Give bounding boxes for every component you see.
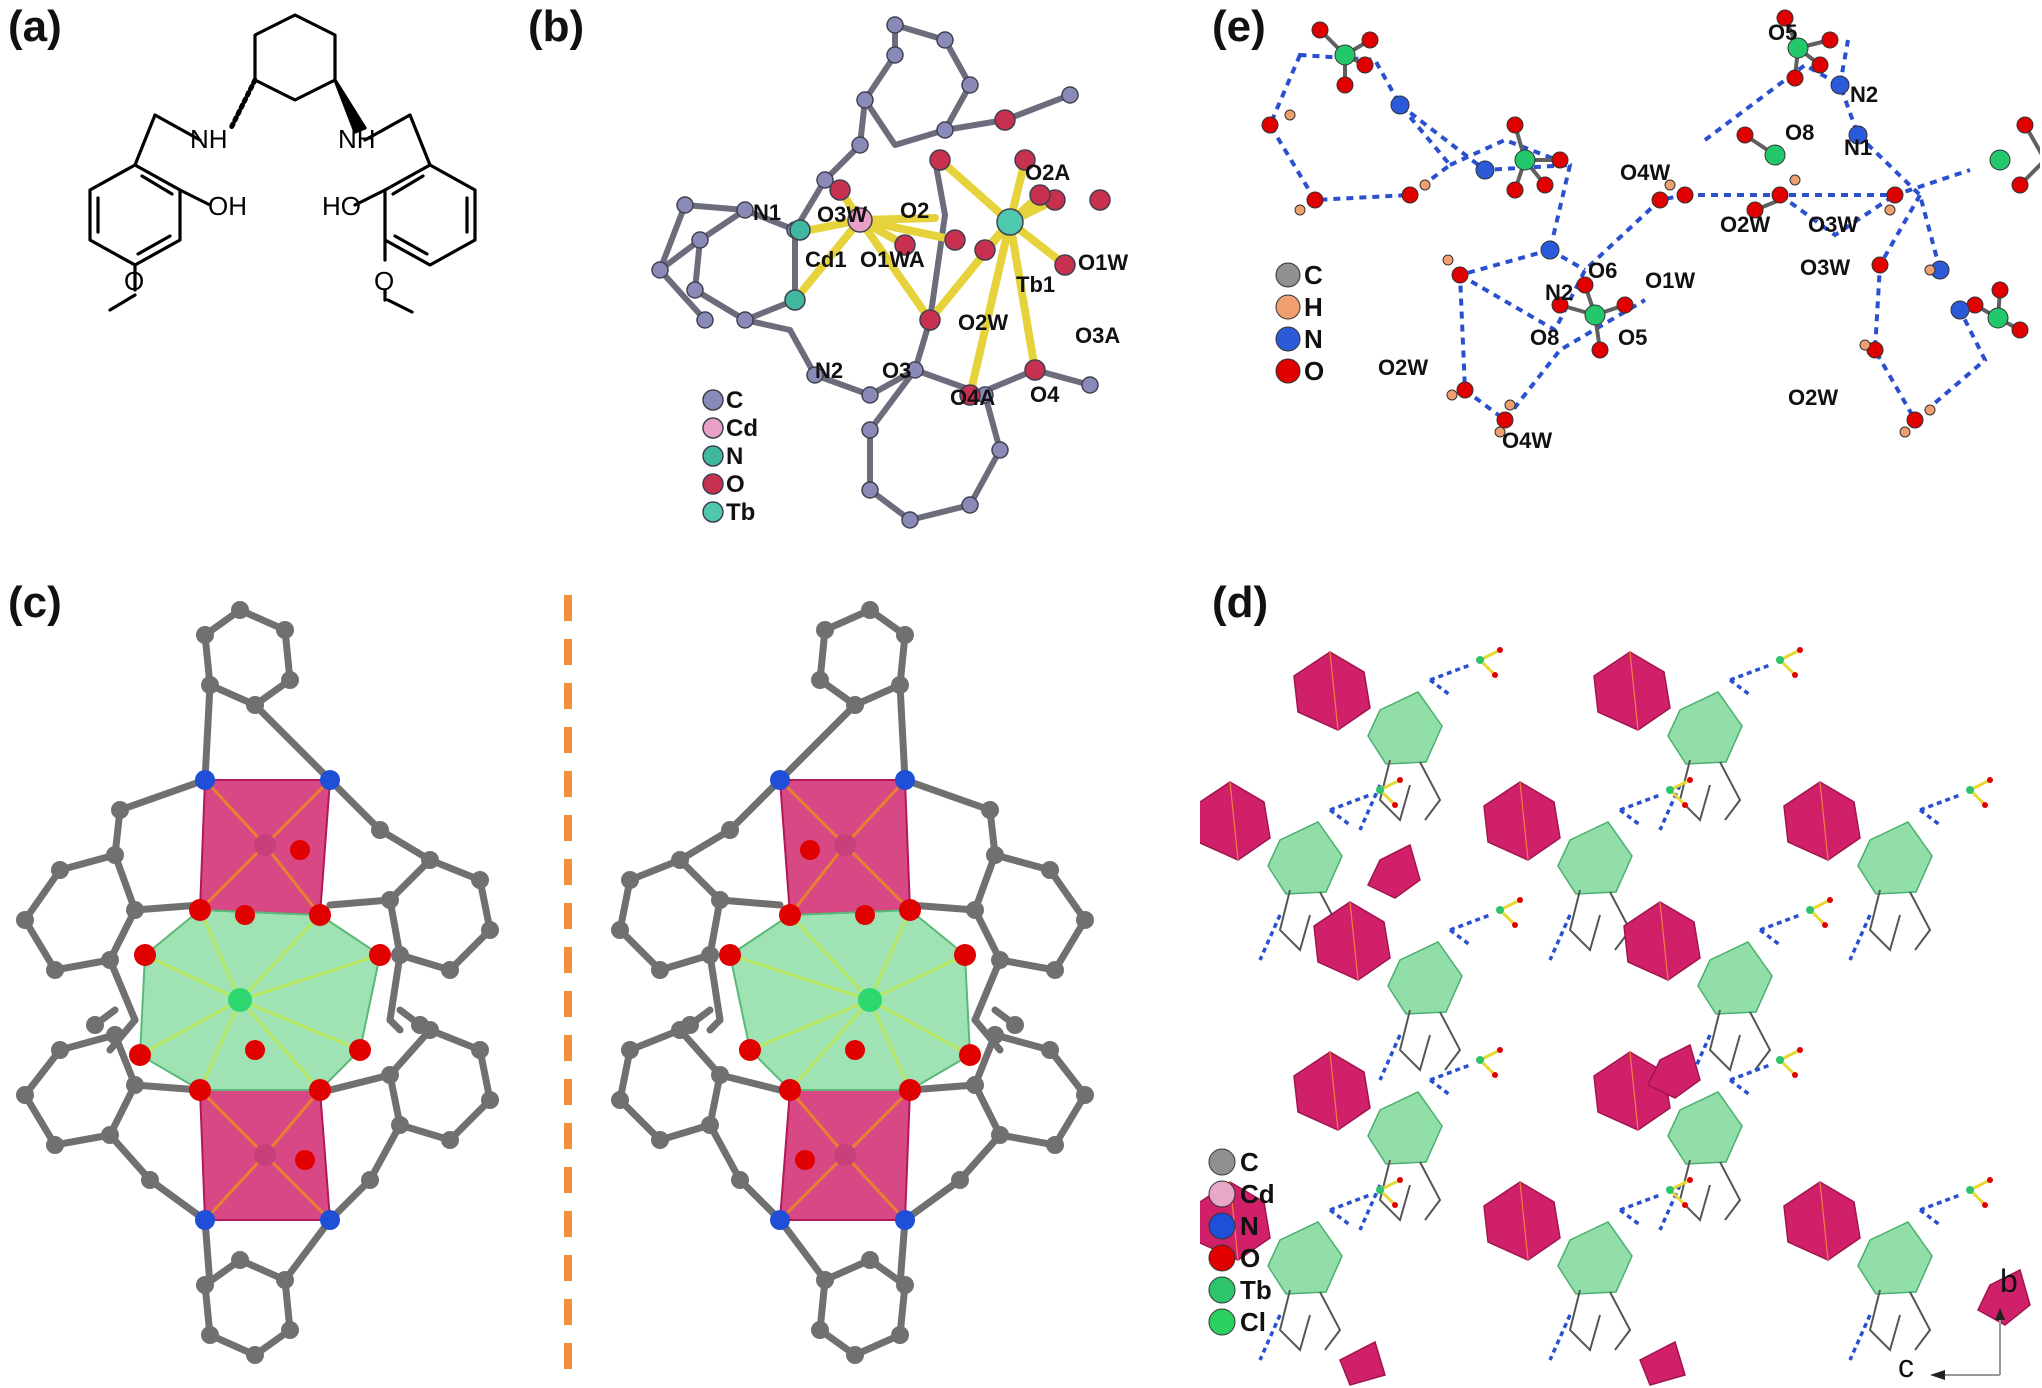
legend-e-c: C [1304, 260, 1323, 290]
enantiomer-left [16, 601, 499, 1364]
legend-e-h: H [1304, 292, 1323, 322]
nh-left: NH [190, 124, 228, 154]
label-e-o3w-right: O3W [1800, 255, 1850, 280]
label-e-o4w-bottom: O4W [1502, 428, 1552, 453]
label-e-o8-mid: O8 [1530, 325, 1559, 350]
label-o3: O3 [882, 358, 911, 383]
ho-right: HO [322, 191, 361, 221]
legend-b-c: C [726, 387, 743, 414]
label-e-o5-mid: O5 [1618, 325, 1647, 350]
legend-b-n: N [726, 443, 743, 470]
o-right: O [374, 266, 394, 296]
panel-label-b: (b) [528, 2, 585, 51]
label-o2w: O2W [958, 310, 1008, 335]
legend-b-o: O [726, 471, 745, 498]
enantiomer-right [611, 601, 1094, 1364]
label-e-o6: O6 [1588, 258, 1617, 283]
legend-d-tb: Tb [1240, 1275, 1272, 1305]
panel-b-structure: O2A N1 O3W O2 O1W Cd1 O1WA Tb1 O2W O3A N… [651, 16, 1128, 529]
oh-left: OH [208, 191, 247, 221]
label-o4: O4 [1030, 382, 1060, 407]
legend-d-cl: Cl [1240, 1307, 1266, 1337]
legend-b-cd: Cd [726, 415, 758, 442]
panel-e-network: O5 N2 O8 N1 O4W O2W O3W O3W N2 O6 O1W O8… [1261, 9, 2040, 453]
label-e-o2w-left: O2W [1378, 355, 1428, 380]
label-e-o3w-mid: O3W [1808, 212, 1858, 237]
label-o2: O2 [900, 198, 929, 223]
label-e-n2-top: N2 [1850, 82, 1878, 107]
label-e-o5-top: O5 [1768, 20, 1797, 45]
label-n2: N2 [815, 358, 843, 383]
legend-d-cd: Cd [1240, 1179, 1275, 1209]
panel-label-d: (d) [1212, 578, 1269, 627]
label-o1wa: O1WA [860, 247, 925, 272]
label-o1w: O1W [1078, 250, 1128, 275]
o-left: O [124, 266, 144, 296]
legend-d-c: C [1240, 1147, 1259, 1177]
label-e-o8-top: O8 [1785, 120, 1814, 145]
legend-d-n: N [1240, 1211, 1259, 1241]
legend-d-o: O [1240, 1243, 1260, 1273]
label-e-o2w-mid: O2W [1720, 212, 1770, 237]
legend-b-tb: Tb [726, 499, 755, 526]
panel-label-e: (e) [1212, 2, 1266, 51]
network-units [1200, 645, 1995, 1362]
label-e-n2-mid: N2 [1545, 280, 1573, 305]
panel-d-network: C Cd N O Tb Cl b c [1200, 645, 2031, 1386]
label-o3w: O3W [817, 202, 867, 227]
label-e-o4w-top: O4W [1620, 160, 1670, 185]
label-o2a: O2A [1025, 160, 1070, 185]
panel-label-c: (c) [8, 578, 62, 627]
label-o3a: O3A [1075, 323, 1120, 348]
panel-label-a: (a) [8, 2, 62, 51]
panel-a-structure: NH NH OH HO O O [88, 13, 477, 314]
label-n1: N1 [753, 200, 781, 225]
axis-c: c [1898, 1348, 1914, 1384]
label-e-o2w-right: O2W [1788, 385, 1838, 410]
label-o4a: O4A [950, 385, 995, 410]
axis-b: b [2000, 1263, 2018, 1299]
label-cd1: Cd1 [805, 247, 847, 272]
label-e-n1: N1 [1844, 135, 1872, 160]
label-tb1: Tb1 [1016, 272, 1055, 297]
nh-right: NH [338, 124, 376, 154]
panel-c-structures [0, 595, 1160, 1370]
legend-e-n: N [1304, 324, 1323, 354]
label-e-o1w: O1W [1645, 268, 1695, 293]
legend-e-o: O [1304, 356, 1324, 386]
